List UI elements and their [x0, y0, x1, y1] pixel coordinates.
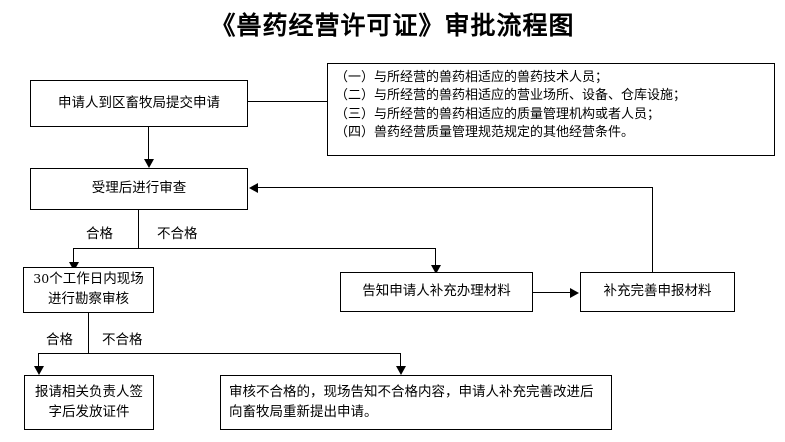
arrowhead-return-to-review: [249, 182, 258, 193]
edge-label-inspection-fail: 不合格: [100, 332, 145, 348]
condition-item-4: （四）兽药经营质量管理规范规定的其他经营条件。: [335, 125, 635, 141]
condition-item-2: （二）与所经营的兽药相适应的营业场所、设备、仓库设施；: [335, 88, 687, 104]
node-review-after-acceptance[interactable]: 受理后进行审查: [30, 168, 248, 210]
connector-notify-to-complete: [533, 292, 571, 293]
node-notify-supplement-label: 告知申请人补充办理材料: [362, 283, 511, 300]
edge-label-review-fail: 不合格: [155, 226, 200, 242]
connector-review-branch-bar: [73, 248, 436, 249]
connector-return-bar: [258, 187, 652, 188]
node-notify-supplement[interactable]: 告知申请人补充办理材料: [340, 272, 533, 312]
connector-inspection-fail-drop: [400, 353, 401, 369]
node-site-inspection[interactable]: 30个工作日内现场 进行勘察审核: [23, 267, 154, 313]
node-complete-materials[interactable]: 补充完善申报材料: [580, 272, 735, 312]
connector-review-branch-stem: [138, 210, 139, 249]
arrowhead-inspection-fail: [395, 366, 406, 375]
arrowhead-review-fail: [430, 265, 441, 274]
page-title: 《兽药经营许可证》审批流程图: [210, 11, 575, 40]
edge-label-review-pass: 合格: [84, 226, 115, 242]
condition-item-3: （三）与所经营的兽药相适应的质量管理机构或者人员；: [335, 106, 661, 122]
node-site-inspection-line2: 进行勘察审核: [48, 291, 129, 307]
connector-inspection-pass-drop: [38, 353, 39, 369]
node-issue-license[interactable]: 报请相关负责人签 字后发放证件: [24, 375, 154, 430]
node-site-inspection-line1: 30个工作日内现场: [28, 270, 149, 290]
node-reapply-notice[interactable]: 审核不合格的，现场告知不合格内容，申请人补充完善改进后 向畜牧局重新提出申请。: [220, 375, 612, 430]
arrowhead-inspection-pass: [33, 366, 44, 375]
node-submit-application[interactable]: 申请人到区畜牧局提交申请: [30, 80, 248, 127]
connector-return-riser: [652, 187, 653, 272]
connector-inspection-branch-bar: [38, 353, 401, 354]
arrowhead-notify-to-complete: [570, 287, 579, 298]
arrowhead-review-pass: [68, 262, 79, 271]
connector-review-fail-drop: [435, 248, 436, 272]
arrowhead-application-to-review: [143, 159, 154, 168]
condition-item-1: （一）与所经营的兽药相适应的兽药技术人员；: [335, 70, 609, 85]
node-conditions-panel: （一）与所经营的兽药相适应的兽药技术人员； （二）与所经营的兽药相适应的营业场所…: [327, 63, 775, 156]
node-reapply-notice-line1: 审核不合格的，现场告知不合格内容，申请人补充完善改进后: [229, 384, 594, 400]
connector-application-to-conditions: [248, 101, 327, 102]
node-submit-application-label: 申请人到区畜牧局提交申请: [58, 94, 220, 111]
edge-label-inspection-pass: 合格: [44, 332, 75, 348]
node-review-after-acceptance-label: 受理后进行审查: [91, 180, 187, 197]
node-reapply-notice-line2: 向畜牧局重新提出申请。: [229, 404, 378, 421]
node-issue-license-line2: 字后发放证件: [48, 403, 130, 420]
connector-review-pass-drop: [73, 248, 74, 267]
node-issue-license-line1: 报请相关负责人签: [35, 383, 143, 400]
node-site-inspection-days: 30: [33, 271, 50, 287]
connector-inspection-branch-stem: [88, 313, 89, 354]
node-site-inspection-line1-text: 个工作日内现场: [49, 271, 144, 288]
connector-application-to-review: [148, 127, 149, 160]
node-complete-materials-label: 补充完善申报材料: [603, 283, 712, 300]
